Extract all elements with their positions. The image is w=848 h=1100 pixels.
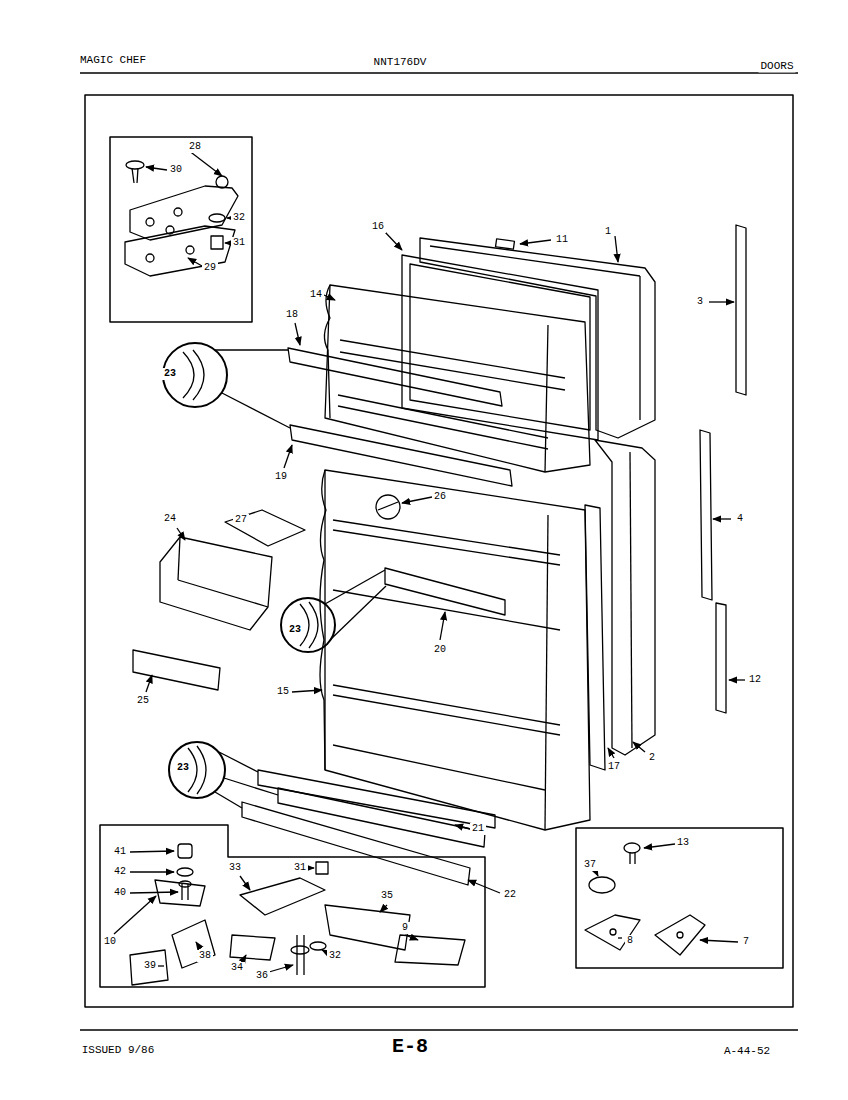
callout-number: 34 [229, 962, 245, 974]
footer-text: A-44-52 [722, 1045, 772, 1058]
callout-number: 17 [606, 761, 622, 773]
callout-number: 25 [135, 695, 151, 707]
footer-text: ISSUED 9/86 [80, 1044, 157, 1057]
callout-number: 2 [647, 752, 657, 764]
callout-number: 35 [379, 890, 395, 902]
callout-number: 21 [470, 823, 486, 835]
callout-number: 12 [747, 674, 763, 686]
callout-number: 15 [275, 686, 291, 698]
callout-number: 3 [695, 296, 705, 308]
callout-number: 22 [502, 889, 518, 901]
callout-number: 14 [308, 289, 324, 301]
callout-number: 8 [625, 935, 635, 947]
callout-number: 37 [582, 859, 598, 871]
callout-number: 42 [112, 866, 128, 878]
callout-number: 31 [231, 237, 247, 249]
callout-number: 4 [735, 513, 745, 525]
callout-number: 23 [175, 762, 191, 774]
callout-number: 32 [327, 950, 343, 962]
header-text: MAGIC CHEF [78, 54, 148, 67]
callout-number: 27 [233, 514, 249, 526]
callout-number: 38 [197, 950, 213, 962]
callout-number: 16 [370, 221, 386, 233]
callout-number: 31 [292, 862, 308, 874]
callout-number: 7 [741, 936, 751, 948]
callout-number: 41 [112, 846, 128, 858]
callout-number: 23 [162, 368, 178, 380]
callout-number: 11 [554, 234, 570, 246]
callout-number: 20 [432, 644, 448, 656]
callout-number: 36 [254, 970, 270, 982]
callout-number: 28 [187, 141, 203, 153]
callout-number: 9 [400, 922, 410, 934]
callout-number: 19 [273, 471, 289, 483]
callout-number: 10 [102, 936, 118, 948]
footer-text: E-8 [390, 1036, 430, 1058]
callout-number: 39 [142, 960, 158, 972]
header-text: DOORS [758, 60, 795, 73]
callout-number: 33 [227, 862, 243, 874]
callout-number: 32 [231, 212, 247, 224]
callout-number: 13 [675, 837, 691, 849]
callout-number: 40 [112, 887, 128, 899]
callout-number: 30 [168, 164, 184, 176]
callout-number: 1 [603, 226, 613, 238]
callout-number: 26 [432, 491, 448, 503]
callout-number: 23 [287, 624, 303, 636]
callout-number: 18 [284, 309, 300, 321]
callout-number: 24 [162, 513, 178, 525]
callout-number: 29 [202, 262, 218, 274]
header-text: NNT176DV [372, 56, 429, 69]
